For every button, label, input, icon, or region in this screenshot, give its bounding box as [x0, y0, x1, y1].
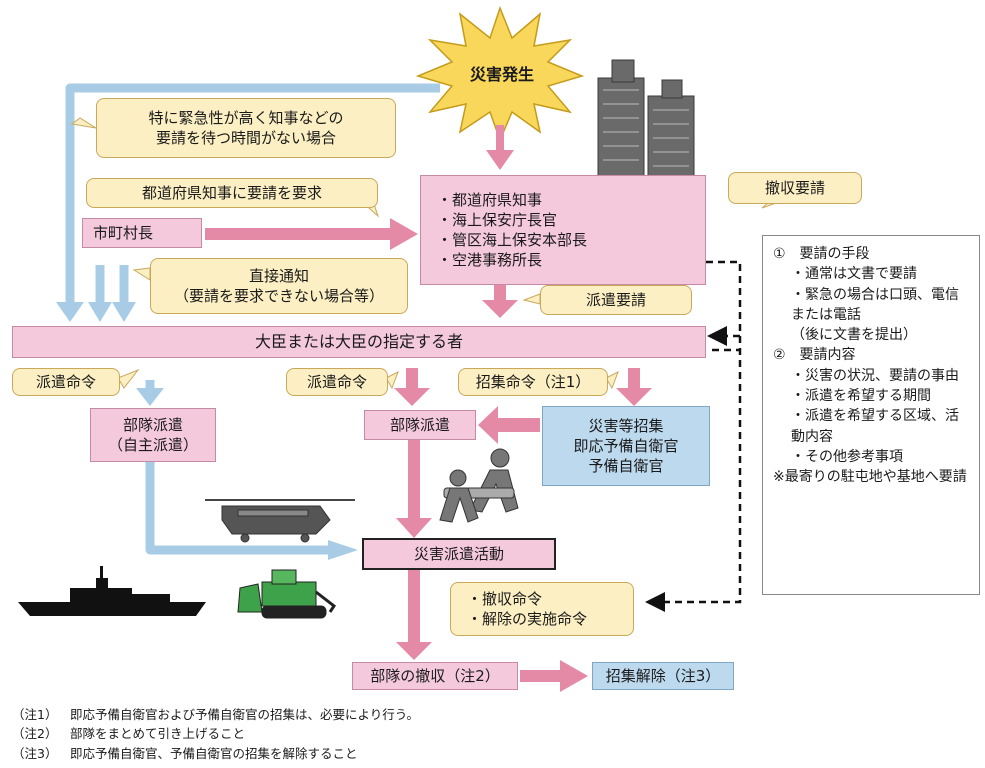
contents-heading: ② 要請内容 [773, 347, 856, 364]
dispatch-order-callout-left: 派遣命令 [12, 368, 120, 396]
governor-request-callout: 都道府県知事に要請を要求 [86, 178, 378, 208]
warship-icon [18, 566, 206, 616]
withdraw-order-line-1: ・撤収命令 [467, 589, 543, 608]
footnote-1-key: （注1） [12, 707, 58, 722]
direct-notice-callout: 直接通知 （要請を要求できない場合等） [150, 258, 408, 314]
withdraw-orders-callout: ・撤収命令 ・解除の実施命令 [450, 582, 634, 636]
contents-item-2: ・派遣を希望する期間 [791, 388, 931, 405]
footnote-1: （注1） 即応予備自衛官および予備自衛官の招集は、必要により行う。 [12, 705, 419, 724]
auto-dispatch-route [145, 462, 330, 555]
mayor-box: 市町村長 [82, 218, 202, 248]
dispatch-order-arrow [394, 368, 430, 406]
activity-to-withdraw-arrow [396, 570, 432, 660]
blue-arrowhead-1 [56, 302, 84, 322]
helicopter-icon [205, 499, 355, 543]
withdraw-request-callout: 撤収要請 [728, 172, 862, 204]
emergency-route-arrow [65, 83, 440, 305]
request-arrow [482, 282, 518, 318]
unit-dispatch-box: 部隊派遣 [364, 410, 476, 440]
official-airport-office: ・空港事務所長 [437, 251, 543, 270]
official-coast-guard-chief: ・海上保安庁長官 [437, 210, 558, 229]
callout-tail-notice [132, 267, 151, 281]
footnote-2-key: （注2） [12, 726, 58, 742]
dispatch-request-callout: 派遣要請 [540, 285, 692, 315]
blue-arrowhead-5 [328, 540, 358, 560]
withdraw-to-release-arrow [520, 660, 588, 692]
auto-dispatch-line-1: 部隊派遣 [122, 415, 183, 434]
footnote-2: （注2） 部隊をまとめて引き上げること [12, 724, 419, 743]
footnote-3-key: （注3） [12, 745, 58, 761]
disaster-to-officials-arrow [486, 125, 514, 170]
callout-tail-dispatch-mid [385, 370, 399, 390]
request-guidance-panel: ① 要請の手段 ・通常は文書で要請 ・緊急の場合は口頭、電信または電話 （後に文… [762, 235, 980, 595]
means-item-3: （後に文書を提出） [791, 327, 917, 344]
callout-tail-dispatch-left [117, 368, 140, 389]
official-governor: ・都道府県知事 [437, 190, 543, 209]
footnotes: （注1） 即応予備自衛官および予備自衛官の招集は、必要により行う。 （注2） 部隊を… [12, 705, 419, 763]
callout-tail-call [605, 370, 619, 390]
footnote-3: （注3） 即応予備自衛官、予備自衛官の招集を解除すること [12, 744, 419, 763]
means-item-2: ・緊急の場合は口頭、電信または電話 [791, 286, 959, 323]
blue-arrowhead-4 [136, 388, 164, 406]
rescue-workers-icon [439, 448, 519, 523]
call-order-arrow [616, 368, 652, 406]
withdraw-order-line-2: ・解除の実施命令 [467, 610, 588, 628]
unit-withdraw-box: 部隊の撤収（注2） [352, 662, 518, 690]
reserve-call-box: 災害等招集 即応予備自衛官 予備自衛官 [542, 406, 710, 486]
mayor-to-officials-arrow [205, 218, 418, 250]
urgent-case-line-2: 要請を待つ時間がない場合 [155, 129, 336, 147]
disaster-label: 災害発生 [469, 65, 534, 85]
direct-notice-line-2: （要請を要求できない場合等） [173, 287, 384, 305]
footnote-1-text: 即応予備自衛官および予備自衛官の招集は、必要により行う。 [70, 707, 420, 722]
bulldozer-icon [237, 569, 337, 619]
means-item-1: ・通常は文書で要請 [791, 266, 917, 283]
withdraw-dashed-line [645, 260, 742, 612]
contents-item-4: ・その他参考事項 [791, 448, 903, 465]
requesting-officials-box: ・都道府県知事 ・海上保安庁長官 ・管区海上保安本部長 ・空港事務所長 [420, 175, 706, 285]
reserve-call-line-1: 災害等招集 [588, 416, 664, 435]
urgent-case-line-1: 特に緊急性が高く知事などの [148, 108, 344, 127]
means-heading: ① 要請の手段 [773, 246, 870, 262]
direct-notice-line-1: 直接通知 [248, 266, 309, 285]
urgent-case-callout: 特に緊急性が高く知事などの 要請を待つ時間がない場合 [96, 98, 396, 158]
callout-tail-urgent [70, 117, 97, 129]
reserves-to-unit-arrow [478, 406, 540, 444]
auto-dispatch-line-2: （自主派遣） [107, 436, 198, 454]
contents-item-3: ・派遣を希望する区域、活動内容 [791, 408, 959, 445]
government-building-icon [597, 59, 695, 179]
unit-to-activity-arrow [396, 440, 432, 538]
blue-arrowhead-2 [88, 302, 112, 322]
blue-arrowhead-3 [112, 302, 136, 322]
minister-bar: 大臣または大臣の指定する者 [12, 326, 706, 358]
reserve-call-line-3: 予備自衛官 [588, 457, 664, 476]
call-order-callout: 招集命令（注1） [458, 368, 608, 396]
contents-item-1: ・災害の状況、要請の事由 [791, 367, 959, 384]
relief-activity-box: 災害派遣活動 [362, 538, 556, 570]
reserve-call-line-2: 即応予備自衛官 [573, 436, 679, 455]
footnote-3-text: 即応予備自衛官、予備自衛官の招集を解除すること [70, 745, 358, 761]
dispatch-order-callout-mid: 派遣命令 [286, 368, 388, 396]
callout-tail-request2 [522, 293, 541, 305]
auto-dispatch-box: 部隊派遣 （自主派遣） [90, 408, 216, 462]
official-regional-coast-guard: ・管区海上保安本部長 [437, 231, 588, 249]
call-release-box: 招集解除（注3） [592, 662, 734, 690]
nearest-base-note: ※最寄りの駐屯地や基地へ要請 [773, 469, 967, 486]
footnote-2-text: 部隊をまとめて引き上げること [70, 726, 246, 742]
